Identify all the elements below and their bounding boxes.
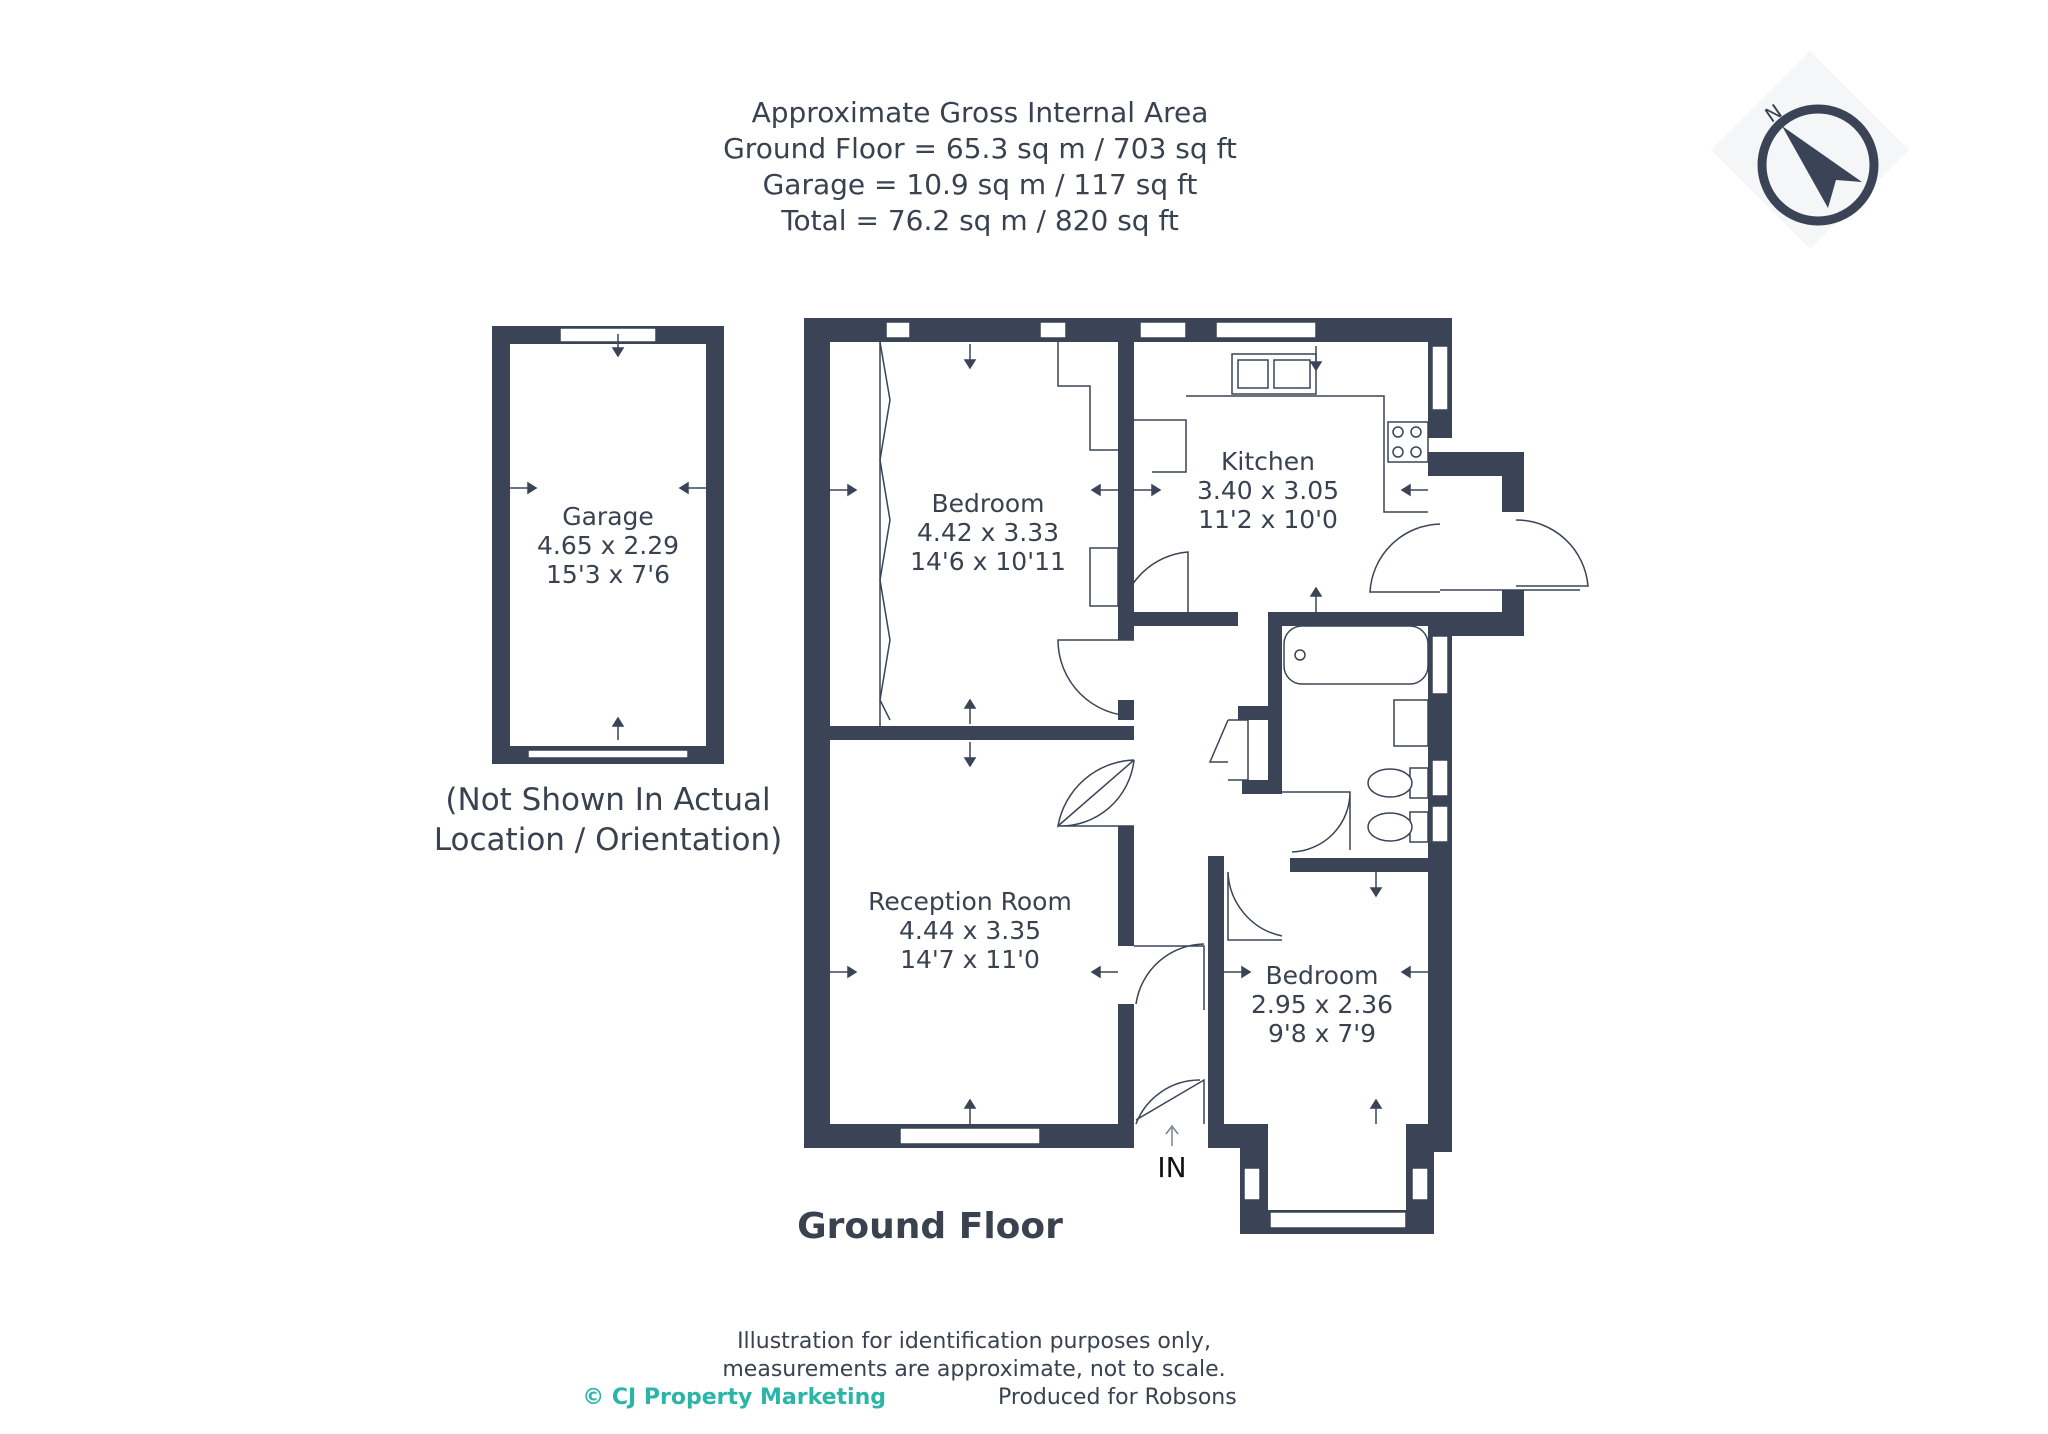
- wardrobe: [879, 341, 891, 721]
- window: [1431, 345, 1449, 411]
- kitchen-name: Kitchen: [1221, 447, 1315, 476]
- floor-title: Ground Floor: [797, 1206, 1063, 1247]
- footer: Illustration for identification purposes…: [582, 1329, 1237, 1410]
- cupboard: [1057, 342, 1118, 451]
- room-reception: Reception Room 4.44 x 3.35 14'7 x 11'0: [868, 887, 1072, 974]
- bedroom1-imperial: 14'6 x 10'11: [910, 547, 1066, 576]
- door-swing: [1057, 639, 1135, 717]
- hall-cupboard: [1208, 719, 1249, 781]
- garage-metric: 4.65 x 2.29: [537, 531, 679, 560]
- ground-floor-area: Ground Floor = 65.3 sq m / 703 sq ft: [723, 132, 1237, 165]
- basin-icon: [1393, 699, 1429, 747]
- bedroom2-metric: 2.95 x 2.36: [1251, 990, 1393, 1019]
- bedroom1-name: Bedroom: [931, 489, 1044, 518]
- door-swing: [1135, 1078, 1205, 1125]
- window: [1139, 321, 1187, 339]
- door-swing: [1134, 943, 1205, 1010]
- disclaimer-line2: measurements are approximate, not to sca…: [722, 1357, 1225, 1382]
- door-swing: [1440, 519, 1589, 591]
- garage-area: Garage = 10.9 sq m / 117 sq ft: [763, 168, 1198, 201]
- window: [1269, 1211, 1407, 1229]
- fixtures: [879, 341, 1429, 843]
- door-swing: [1119, 551, 1189, 626]
- entrance-label: IN: [1157, 1151, 1186, 1184]
- room-bedroom-1: Bedroom 4.42 x 3.33 14'6 x 10'11: [910, 489, 1066, 576]
- entrance-arrow-icon: [1165, 1124, 1179, 1146]
- reception-name: Reception Room: [868, 887, 1072, 916]
- window: [1215, 321, 1317, 339]
- door-swing: [1227, 871, 1283, 941]
- window: [1431, 759, 1449, 797]
- bath-icon: [1283, 625, 1429, 685]
- kitchen-worktop: [1186, 395, 1428, 513]
- window: [1431, 635, 1449, 695]
- kitchen-metric: 3.40 x 3.05: [1197, 476, 1339, 505]
- garage-note-line2: Location / Orientation): [434, 822, 782, 858]
- bedroom2-imperial: 9'8 x 7'9: [1268, 1019, 1376, 1048]
- doors: [1056, 519, 1589, 1125]
- reception-metric: 4.44 x 3.35: [899, 916, 1041, 945]
- garage-name: Garage: [562, 502, 654, 531]
- total-area: Total = 76.2 sq m / 820 sq ft: [780, 204, 1179, 237]
- toilet-icon: [1367, 768, 1413, 798]
- kitchen-worktop: [1134, 419, 1187, 473]
- kitchen-imperial: 11'2 x 10'0: [1198, 505, 1338, 534]
- room-kitchen: Kitchen 3.40 x 3.05 11'2 x 10'0: [1197, 447, 1339, 534]
- garage-imperial: 15'3 x 7'6: [546, 560, 670, 589]
- garage-door: [527, 749, 689, 759]
- bedroom1-metric: 4.42 x 3.33: [917, 518, 1059, 547]
- toilet-icon: [1367, 812, 1413, 842]
- window: [1431, 805, 1449, 843]
- reception-imperial: 14'7 x 11'0: [900, 945, 1040, 974]
- window: [899, 1127, 1041, 1145]
- dimension-arrows: [510, 334, 1428, 1124]
- area-summary: Approximate Gross Internal Area Ground F…: [723, 96, 1237, 237]
- window: [1039, 321, 1067, 339]
- window: [885, 321, 911, 339]
- door-swing: [1057, 759, 1135, 827]
- disclaimer-line1: Illustration for identification purposes…: [737, 1329, 1211, 1354]
- garage-outline: Garage 4.65 x 2.29 15'3 x 7'6 (Not Shown…: [434, 326, 782, 858]
- windows: [885, 321, 1449, 1229]
- garage-note-line1: (Not Shown In Actual: [445, 782, 770, 818]
- cupboard: [1089, 547, 1119, 607]
- door-swing: [1369, 523, 1441, 593]
- window: [1411, 1167, 1429, 1201]
- room-bedroom-2: Bedroom 2.95 x 2.36 9'8 x 7'9: [1251, 961, 1393, 1048]
- house-walls: [804, 318, 1524, 1234]
- brand-credit: © CJ Property Marketing: [582, 1385, 886, 1410]
- bedroom2-name: Bedroom: [1265, 961, 1378, 990]
- window: [1243, 1167, 1261, 1201]
- entrance: IN: [1157, 1124, 1187, 1184]
- north-arrow-icon: N: [1711, 51, 1909, 249]
- door-swing: [1056, 759, 1135, 828]
- garage-window: [559, 327, 657, 343]
- area-title: Approximate Gross Internal Area: [752, 96, 1209, 129]
- produced-for: Produced for Robsons: [998, 1385, 1237, 1410]
- door-swing: [1282, 791, 1351, 853]
